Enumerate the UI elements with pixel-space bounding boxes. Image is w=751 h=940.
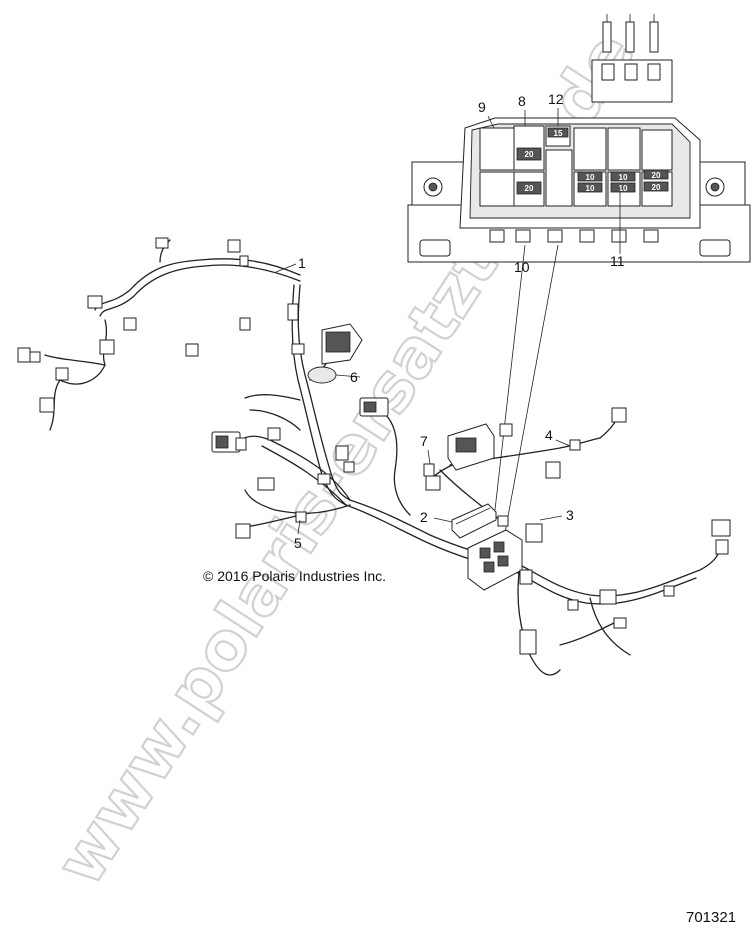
fuse-rating: 10 [586, 173, 595, 182]
callout-12: 12 [548, 91, 564, 107]
callout-9: 9 [478, 99, 486, 115]
callout-3: 3 [566, 507, 574, 523]
callout-2: 2 [420, 509, 428, 525]
fuse-rating: 10 [619, 184, 628, 193]
callout-11: 11 [610, 253, 625, 269]
fuse-rating: 20 [525, 150, 534, 159]
fuse-box: 20 20 10 10 10 10 20 20 15 [407, 117, 751, 263]
callout-4: 4 [545, 427, 553, 443]
callout-1: 1 [298, 255, 306, 271]
fuse-rating: 20 [652, 183, 661, 192]
callout-10: 10 [514, 259, 530, 275]
fuse-rating: 10 [586, 184, 595, 193]
spare-fuses [591, 14, 673, 103]
callout-7: 7 [420, 433, 428, 449]
fuse-rating: 15 [554, 129, 563, 138]
fuse-rating: 20 [525, 184, 534, 193]
callout-8: 8 [518, 93, 526, 109]
fuse-rating: 10 [619, 173, 628, 182]
callout-6: 6 [350, 369, 358, 385]
copyright-notice: © 2016 Polaris Industries Inc. [203, 568, 386, 584]
callout-5: 5 [294, 535, 302, 551]
part-number: 701321 [686, 909, 736, 926]
callouts: 1 2 3 4 5 6 7 8 9 10 11 12 [275, 91, 625, 551]
fuse-rating: 20 [652, 171, 661, 180]
connectors [17, 237, 731, 655]
